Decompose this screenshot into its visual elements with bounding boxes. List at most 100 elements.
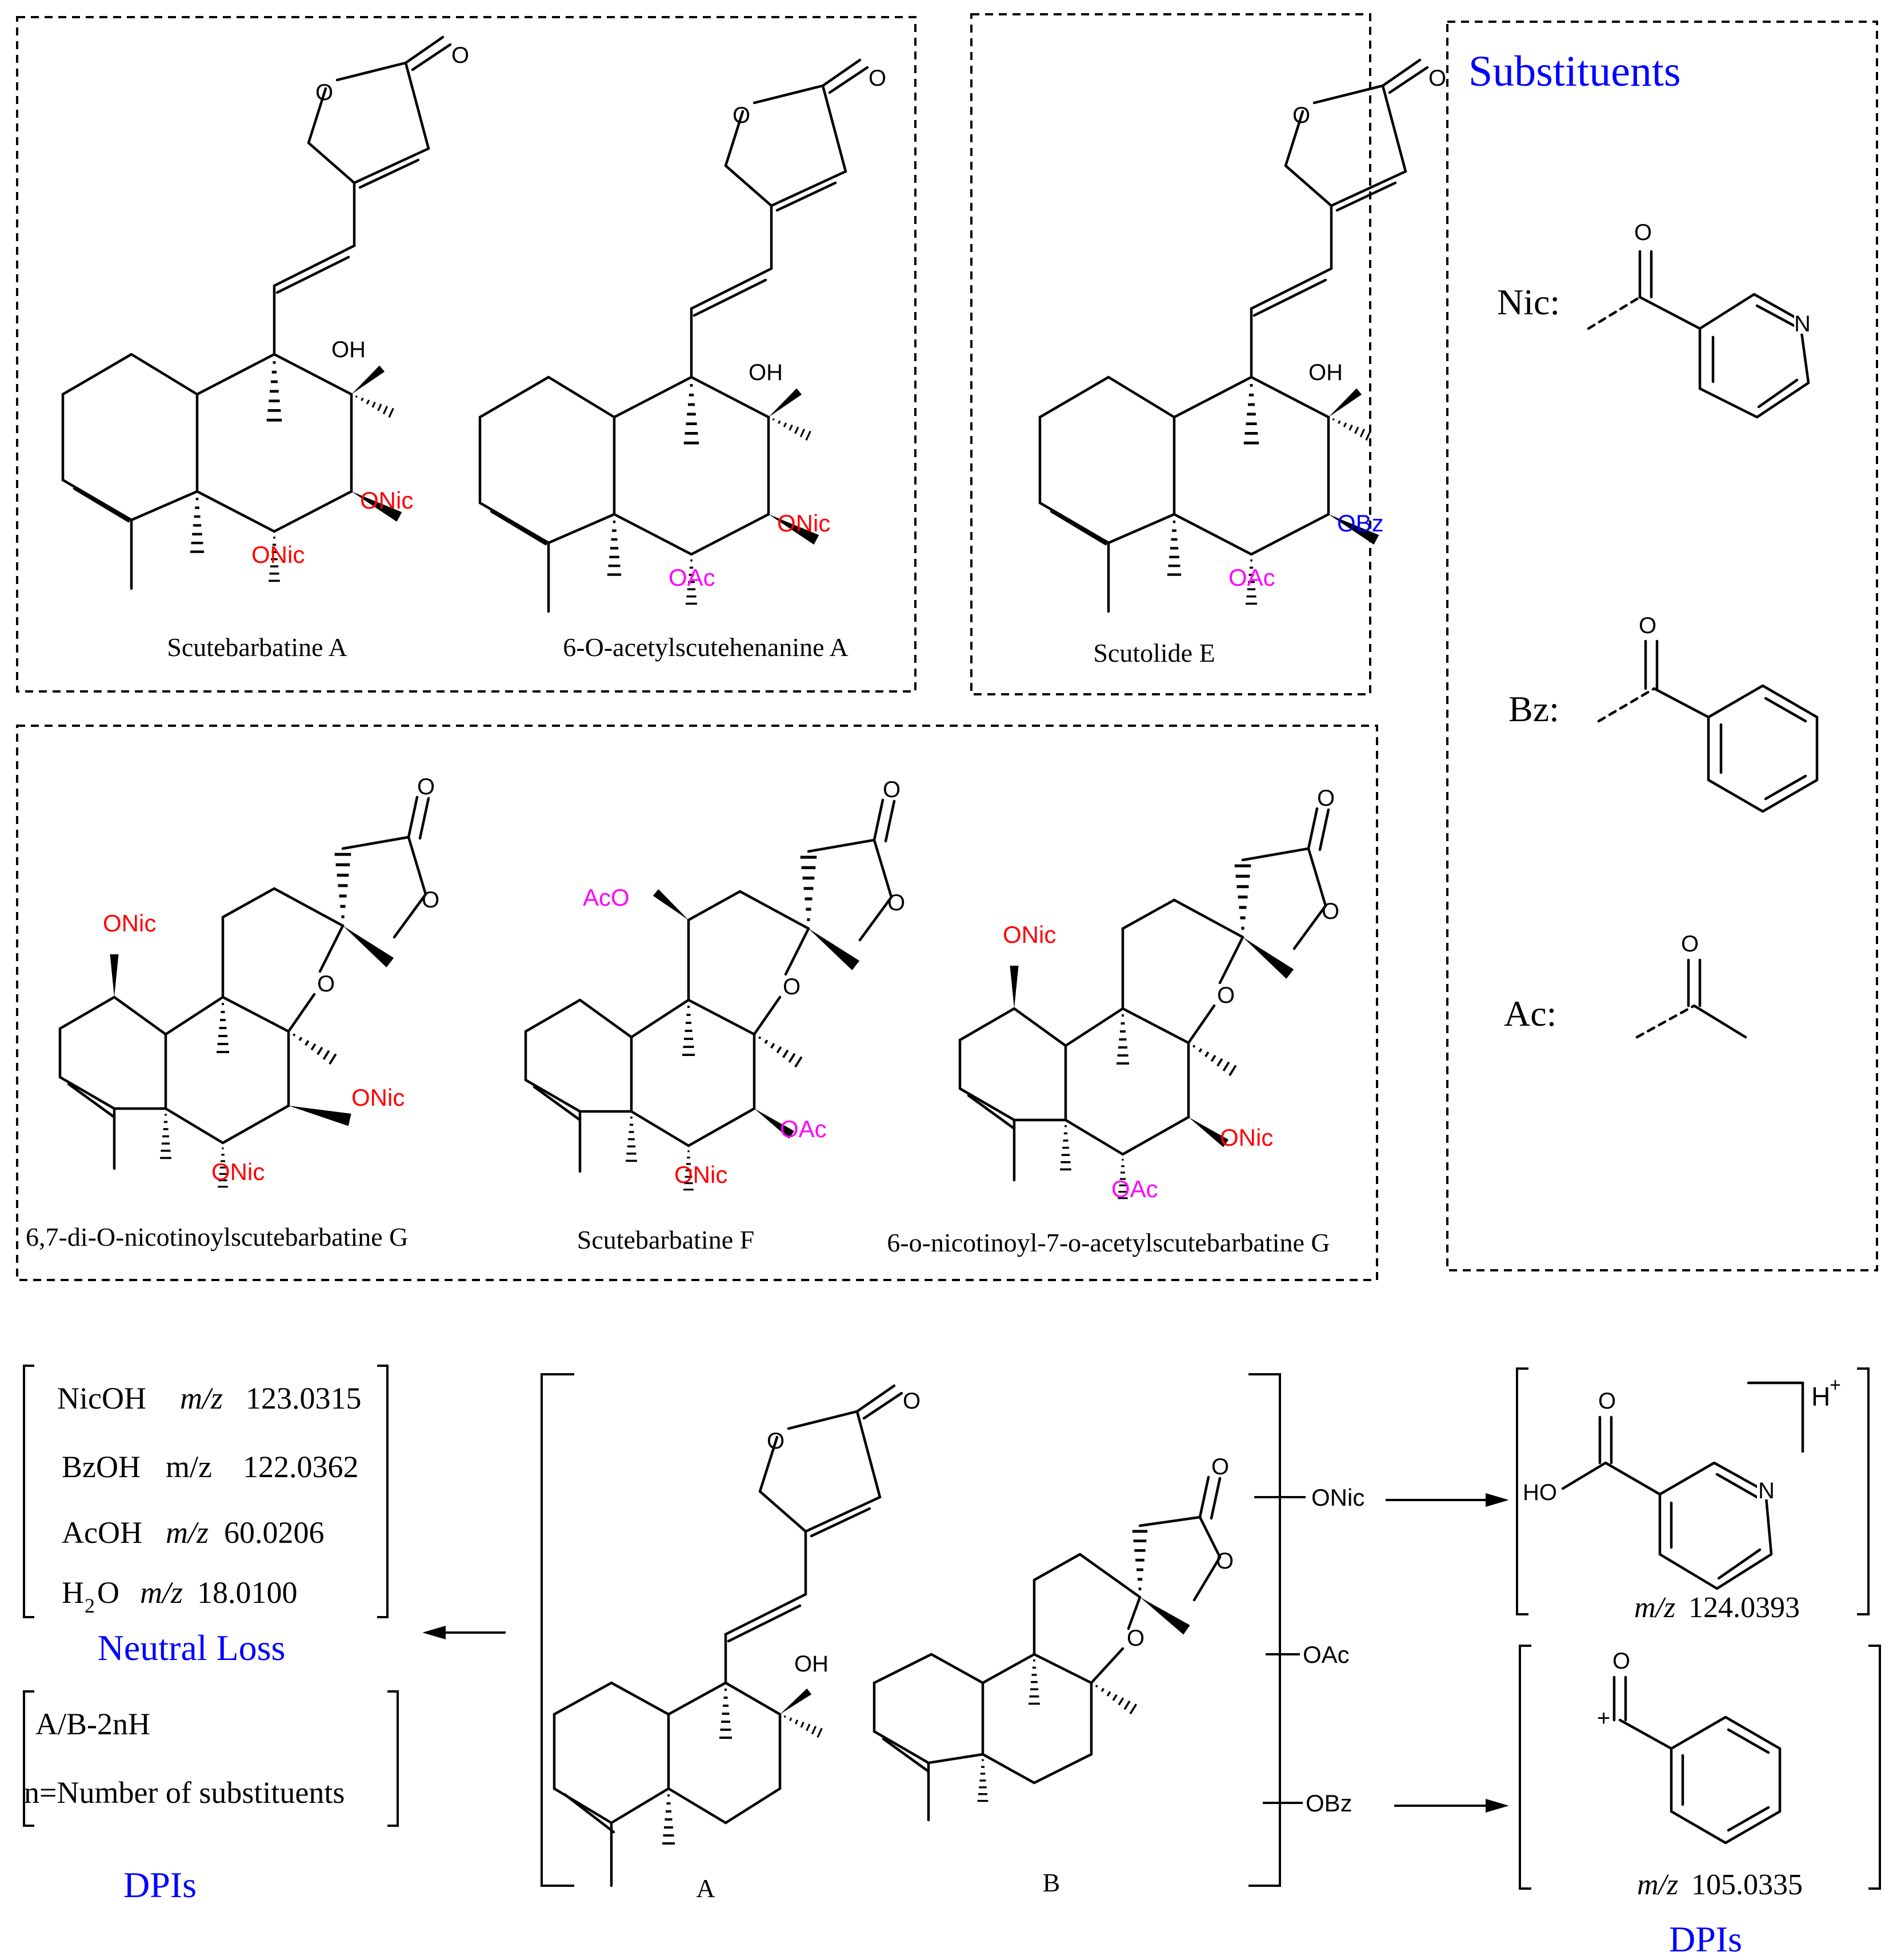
core-label-a: A (696, 1874, 715, 1903)
structure-ac-group: O (1635, 931, 1747, 1039)
bracket-neutral-loss-left (23, 1365, 34, 1618)
core-branch-onic: ONic (1311, 1484, 1364, 1511)
bracket-bz-ion-right (1868, 1645, 1881, 1890)
structure-scutolide-e: O O OH OBz OAc (1040, 60, 1446, 611)
bracket-bz-ion-left (1519, 1645, 1531, 1890)
label-scutolide-e: Scutolide E (1093, 638, 1215, 667)
atom-o-ring: O (1292, 103, 1310, 128)
atom-o-pyran: O (317, 971, 335, 997)
atom-o-carbonyl: O (869, 66, 886, 91)
atom-o-carbonyl: O (1211, 1454, 1229, 1479)
label-acetylscutehenanine-a: 6-O-acetylscutehenanine A (563, 633, 848, 662)
sub-scutolide-e-6: OAc (1228, 564, 1275, 591)
substituent-label-bz: Bz: (1508, 689, 1559, 729)
bracket-dpi-formula-left (23, 1690, 34, 1827)
sub-di-nicotinoyl-g-7: ONic (351, 1084, 405, 1111)
structure-nicotinic-acid: H + O HO N (1523, 1374, 1841, 1590)
group-box-spiro (16, 725, 1378, 1281)
atom-o-carbonyl: O (417, 774, 435, 799)
nl-row1-value: 123.0315 (246, 1381, 362, 1415)
arrow-to-bz-ion (1394, 1799, 1509, 1813)
label-di-nicotinoyl-g: 6,7-di-O-nicotinoylscutebarbatine G (26, 1222, 408, 1251)
nl-row3-value: 60.0206 (224, 1515, 325, 1550)
label-scutebarbatine-a: Scutebarbatine A (167, 633, 347, 662)
substituent-label-ac: Ac: (1504, 993, 1556, 1034)
label-nicotinoyl-acetyl-g: 6-o-nicotinoyl-7-o-acetylscutebarbatine … (887, 1228, 1330, 1257)
bracket-core-right (1248, 1373, 1281, 1887)
bracket-dpi-formula-right (387, 1690, 399, 1827)
arrow-to-neutral-loss (422, 1626, 506, 1639)
bz-ion-value: 105.0335 (1691, 1869, 1803, 1901)
nl-row1-mz: m/z (180, 1381, 223, 1415)
atom-o-benzoyl: O (1612, 1649, 1630, 1674)
sub-scutebarbatine-f-6: ONic (674, 1161, 727, 1188)
structure-core-a: O O OH (553, 1384, 921, 1887)
group-box-scutolide (970, 13, 1371, 695)
structure-core-b: O O O (873, 1454, 1234, 1822)
atom-o-pyran: O (1127, 1626, 1144, 1651)
atom-o-carbonyl: O (883, 777, 901, 802)
atom-n-nic-acid: N (1758, 1478, 1775, 1503)
sub-nicotinoyl-acetyl-g-top: ONic (1003, 921, 1056, 948)
nic-ion-mz: m/z (1634, 1591, 1675, 1624)
core-branch-oac: OAc (1303, 1641, 1350, 1668)
atom-o-carbonyl: O (1428, 66, 1446, 91)
nl-row3-name: AcOH (62, 1515, 142, 1550)
atom-o-ac: O (1681, 931, 1699, 957)
bracket-nic-ion-right (1857, 1367, 1870, 1615)
sub-scutebarbatine-f-top: AcO (583, 884, 630, 911)
group-box-substituents (1446, 21, 1878, 1271)
sub-scutebarbatine-a-6: ONic (251, 541, 305, 568)
structure-nic-group: O N (1587, 220, 1817, 419)
sub-nicotinoyl-acetyl-g-6: OAc (1111, 1175, 1158, 1202)
structure-nicotinoyl-acetyl-g: O O O ONic ONic OAc (958, 786, 1339, 1202)
neutral-loss-title: Neutral Loss (98, 1627, 286, 1668)
nl-row4-mz: m/z (140, 1575, 183, 1610)
core-label-b: B (1043, 1868, 1060, 1897)
nl-row4-name-o: O (97, 1575, 119, 1610)
structure-di-nicotinoyl-g: O O O ONic ONic ONic (58, 774, 439, 1188)
sub-acetylscutehenanine-a-7: ONic (777, 510, 830, 537)
atom-o-lactone: O (1216, 1549, 1234, 1574)
atom-oh: OH (1308, 360, 1343, 385)
atom-o-lactone: O (422, 887, 439, 913)
structure-benzoyl-cation: O + (1597, 1649, 1782, 1845)
benzoyl-plus: + (1597, 1706, 1610, 1731)
atom-o-bz: O (1639, 613, 1656, 638)
sub-di-nicotinoyl-g-6: ONic (211, 1158, 265, 1185)
atom-n-nic: N (1794, 311, 1811, 337)
structure-bz-group: O (1597, 613, 1819, 813)
atom-o-carbonyl: O (903, 1389, 921, 1414)
nl-row1-name: NicOH (57, 1381, 146, 1415)
sub-scutolide-e-7: OBz (1337, 510, 1384, 537)
substituents-title: Substituents (1468, 47, 1681, 95)
bracket-core-left (541, 1373, 574, 1887)
sub-acetylscutehenanine-a-6: OAc (669, 564, 715, 591)
nl-row4-value: 18.0100 (197, 1575, 298, 1610)
sub-scutebarbatine-a-7: ONic (360, 487, 413, 514)
core-branch-obz: OBz (1306, 1790, 1352, 1817)
nic-ion-h: H (1811, 1382, 1830, 1411)
atom-o-nic-acid: O (1598, 1389, 1616, 1414)
atom-o-lactone: O (1322, 899, 1339, 924)
atom-ho-nic-acid: HO (1523, 1480, 1557, 1505)
nic-ion-value: 124.0393 (1688, 1591, 1800, 1624)
atom-oh: OH (331, 337, 366, 362)
atom-o-ring: O (767, 1429, 785, 1454)
atom-o-nic: O (1634, 220, 1652, 245)
neutral-loss-table: NicOH m/z 123.0315 BzOH m/z 122.0362 AcO… (57, 1381, 362, 1617)
nl-row4-name-h: H (62, 1575, 84, 1610)
bracket-nic-ion-left (1516, 1367, 1528, 1615)
substituent-label-nic: Nic: (1497, 282, 1560, 322)
atom-o-lactone: O (887, 890, 905, 915)
structure-acetylscutehenanine-a: O O OH ONic OAc (480, 60, 886, 611)
atom-oh: OH (794, 1651, 829, 1677)
bz-ion-mz: m/z (1637, 1869, 1678, 1901)
nl-row4-name-sub: 2 (85, 1594, 95, 1617)
arrow-to-nic-ion (1386, 1493, 1509, 1507)
nl-row2-name: BzOH (62, 1450, 141, 1484)
dpi-formula-line2: n=Number of substituents (24, 1775, 345, 1810)
sub-nicotinoyl-acetyl-g-7: ONic (1220, 1124, 1273, 1151)
bracket-neutral-loss-right (377, 1365, 389, 1618)
